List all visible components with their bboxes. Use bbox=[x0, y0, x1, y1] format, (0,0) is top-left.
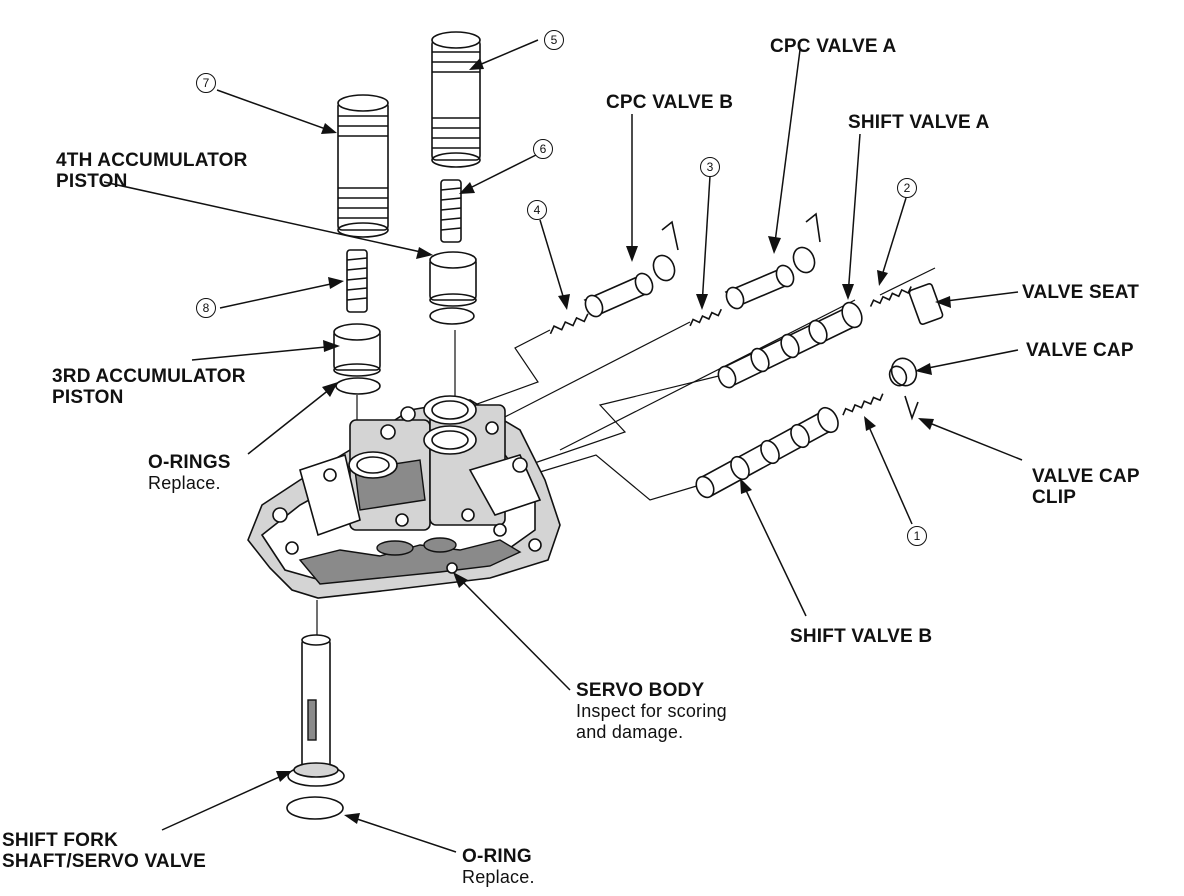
shift-valve-a bbox=[717, 301, 863, 389]
cpc-valve-b-label: CPC VALVE B bbox=[606, 92, 734, 113]
o-ring-title: O-RING bbox=[462, 846, 532, 867]
cpc-valve-b bbox=[583, 220, 679, 318]
spring-8 bbox=[346, 249, 368, 313]
valve-seat-label: VALVE SEAT bbox=[1022, 282, 1140, 303]
4th-accumulator-line2: PISTON bbox=[56, 171, 128, 192]
servo-body-note-line2: and damage. bbox=[576, 722, 684, 742]
o-rings-note: Replace. bbox=[148, 473, 221, 493]
servo-body-note-line1: Inspect for scoring bbox=[576, 701, 727, 721]
servo-body-title: SERVO BODY bbox=[576, 680, 705, 701]
callout-8: 8 bbox=[196, 298, 216, 318]
spring-2 bbox=[869, 286, 912, 307]
callout-5: 5 bbox=[544, 30, 564, 50]
o-rings-label: O-RINGS Replace. bbox=[148, 452, 231, 494]
4th-accumulator-piston bbox=[429, 251, 477, 325]
3rd-accumulator-piston bbox=[333, 323, 381, 395]
shift-fork-line1: SHIFT FORK bbox=[2, 830, 118, 851]
3rd-accumulator-piston-label: 3RD ACCUMULATOR PISTON bbox=[52, 366, 246, 408]
callout-2: 2 bbox=[897, 178, 917, 198]
valve-cap-clip-label: VALVE CAP CLIP bbox=[1032, 466, 1140, 508]
spring-4 bbox=[549, 313, 589, 335]
piston-cylinder-5 bbox=[431, 31, 481, 168]
spring-1 bbox=[842, 393, 884, 416]
3rd-accumulator-line1: 3RD ACCUMULATOR bbox=[52, 366, 246, 387]
valve-cap bbox=[888, 357, 918, 387]
o-ring-label: O-RING Replace. bbox=[462, 846, 535, 888]
o-ring-bottom bbox=[286, 796, 344, 820]
valve-cap-clip-line1: VALVE CAP bbox=[1032, 466, 1140, 487]
servo-body-label: SERVO BODY Inspect for scoring and damag… bbox=[576, 680, 727, 743]
callout-6: 6 bbox=[533, 139, 553, 159]
valve-cap-clip bbox=[904, 395, 919, 421]
shift-valve-b bbox=[695, 406, 839, 499]
accumulator-bore bbox=[348, 395, 477, 479]
shift-fork-shaft-label: SHIFT FORK SHAFT/SERVO VALVE bbox=[2, 830, 206, 872]
cpc-valve-a-label: CPC VALVE A bbox=[770, 36, 897, 57]
valve-seat bbox=[908, 283, 944, 325]
valve-cap-clip-line2: CLIP bbox=[1032, 487, 1077, 508]
callout-1: 1 bbox=[907, 526, 927, 546]
leader-lines bbox=[103, 39, 1023, 853]
piston-cylinder-7 bbox=[337, 94, 389, 238]
o-ring-note: Replace. bbox=[462, 867, 535, 887]
servo-body bbox=[247, 395, 561, 599]
shift-valve-b-label: SHIFT VALVE B bbox=[790, 626, 933, 647]
cpc-valve-a bbox=[724, 212, 821, 310]
spring-3 bbox=[689, 308, 722, 327]
3rd-accumulator-line2: PISTON bbox=[52, 387, 124, 408]
shift-fork-line2: SHAFT/SERVO VALVE bbox=[2, 851, 206, 872]
shift-fork-shaft-servo-valve bbox=[287, 634, 345, 787]
o-rings-title: O-RINGS bbox=[148, 452, 231, 473]
4th-accumulator-piston-label: 4TH ACCUMULATOR PISTON bbox=[56, 150, 248, 192]
callout-4: 4 bbox=[527, 200, 547, 220]
callout-7: 7 bbox=[196, 73, 216, 93]
shift-valve-a-label: SHIFT VALVE A bbox=[848, 112, 990, 133]
valve-cap-label: VALVE CAP bbox=[1026, 340, 1134, 361]
callout-3: 3 bbox=[700, 157, 720, 177]
4th-accumulator-line1: 4TH ACCUMULATOR bbox=[56, 150, 248, 171]
spring-6 bbox=[440, 179, 462, 243]
